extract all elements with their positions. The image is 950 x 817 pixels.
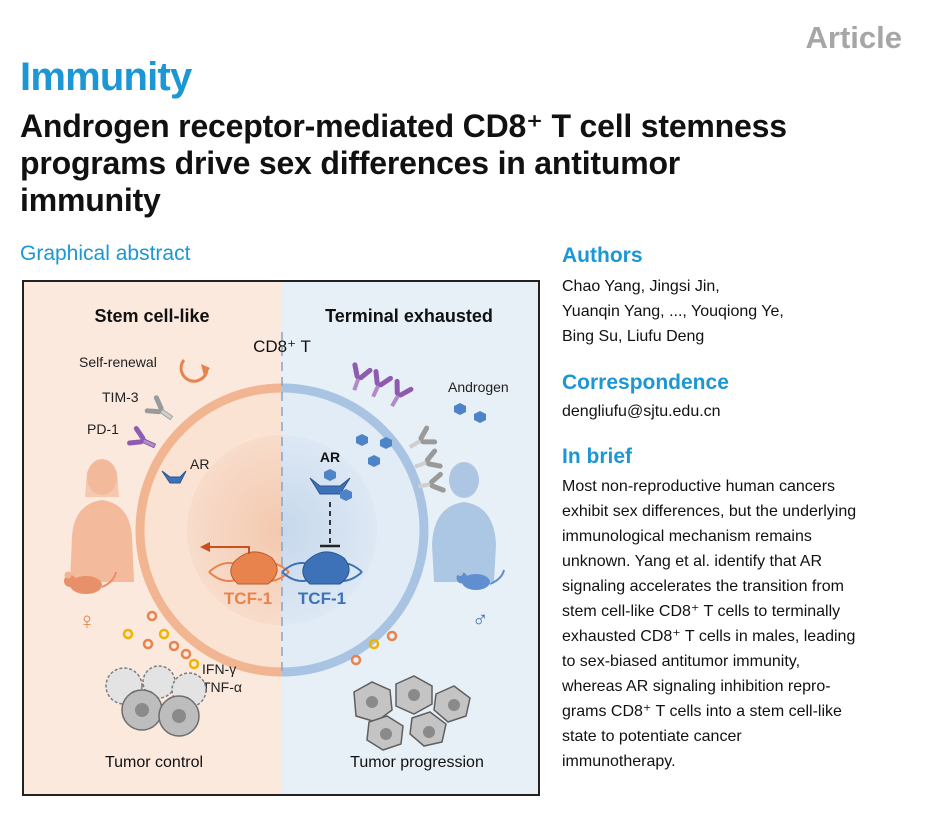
authors-line: Yuanqin Yang, ..., Youqiong Ye, (562, 303, 784, 320)
tcf1-left-protein-icon (230, 551, 278, 585)
in-brief-text: Most non-reproductive human cancers exhi… (562, 474, 932, 774)
brief-line: stem cell-like CD8⁺ T cells to terminall… (562, 603, 841, 620)
ar-left-label: AR (190, 456, 209, 472)
tim3-label: TIM-3 (102, 389, 139, 405)
ar-right-label: AR (320, 449, 340, 465)
tumor-control-cells-icon (105, 665, 207, 737)
tcf1-left-label: TCF-1 (224, 589, 272, 608)
pd1-label: PD-1 (87, 421, 119, 437)
female-human-figure-icon (70, 459, 134, 582)
tumor-control-label: Tumor control (105, 754, 203, 771)
androgen-label: Androgen (448, 379, 509, 395)
article-title: Androgen receptor-mediated CD8⁺ T cell s… (20, 108, 920, 219)
male-symbol: ♂ (472, 607, 489, 632)
authors-line: Chao Yang, Jingsi Jin, (562, 278, 720, 295)
self-renewal-arrow-icon (179, 359, 209, 383)
transcription-arrow-icon (204, 546, 250, 554)
journal-name: Immunity (20, 55, 192, 99)
brief-line: to sex-biased antitumor immunity, (562, 653, 801, 670)
ar-receptor-right-icon (309, 469, 352, 501)
in-brief-heading: In brief (562, 445, 633, 468)
brief-line: Most non-reproductive human cancers (562, 478, 836, 495)
correspondence-email[interactable]: dengliufu@sjtu.edu.cn (562, 403, 721, 420)
left-panel-title: Stem cell-like (94, 306, 209, 326)
brief-line: immunological mechanism remains (562, 528, 812, 545)
female-symbol: ♀ (78, 608, 96, 635)
male-human-figure-icon (432, 462, 496, 582)
authors-list: Chao Yang, Jingsi Jin, Yuanqin Yang, ...… (562, 274, 932, 349)
title-line: immunity (20, 182, 161, 218)
brief-line: immunotherapy. (562, 753, 676, 770)
right-panel-title: Terminal exhausted (325, 306, 493, 326)
cytokine-dots-right (350, 630, 398, 666)
brief-line: exhibit sex differences, but the underly… (562, 503, 857, 520)
pd1-receptors-right-icon (352, 362, 414, 408)
tumor-progression-label: Tumor progression (350, 754, 484, 771)
male-mouse-icon (456, 569, 505, 590)
graphical-abstract-svg: Stem cell-like Terminal exhausted CD8⁺ T… (24, 282, 538, 794)
tim3-receptor-icon (144, 395, 174, 421)
cell-label: CD8⁺ T (253, 337, 311, 356)
graphical-abstract-heading: Graphical abstract (20, 242, 191, 265)
authors-line: Bing Su, Liufu Deng (562, 328, 705, 345)
self-renewal-label: Self-renewal (79, 354, 157, 370)
female-mouse-icon (64, 571, 117, 594)
title-line: Androgen receptor-mediated CD8⁺ T cell s… (20, 108, 787, 144)
tnf-alpha-label: TNF-α (202, 679, 242, 695)
brief-line: exhausted CD8⁺ T cells in males, leading (562, 628, 856, 645)
tim3-receptors-right-icon (408, 425, 446, 493)
correspondence-heading: Correspondence (562, 371, 729, 394)
title-line: programs drive sex differences in antitu… (20, 145, 681, 181)
article-type-label: Article (805, 20, 902, 55)
androgen-molecules-icon (356, 403, 486, 467)
brief-line: grams CD8⁺ T cells into a stem cell-like (562, 703, 842, 720)
brief-line: signaling accelerates the transition fro… (562, 578, 844, 595)
graphical-abstract-figure: Stem cell-like Terminal exhausted CD8⁺ T… (22, 280, 540, 796)
sidebar: Authors Chao Yang, Jingsi Jin, Yuanqin Y… (562, 242, 932, 790)
pd1-receptor-icon (127, 426, 157, 449)
cell-left-half (135, 383, 282, 677)
ar-receptor-left-icon (161, 470, 187, 484)
tcf1-right-protein-icon (302, 551, 350, 585)
ifn-gamma-label: IFN-γ (202, 661, 236, 677)
brief-line: unknown. Yang et al. identify that AR (562, 553, 823, 570)
authors-heading: Authors (562, 244, 643, 267)
brief-line: state to potentiate cancer (562, 728, 742, 745)
brief-line: whereas AR signaling inhibition repro- (562, 678, 831, 695)
cytokine-dots (122, 610, 200, 670)
tcf1-right-label: TCF-1 (298, 589, 346, 608)
